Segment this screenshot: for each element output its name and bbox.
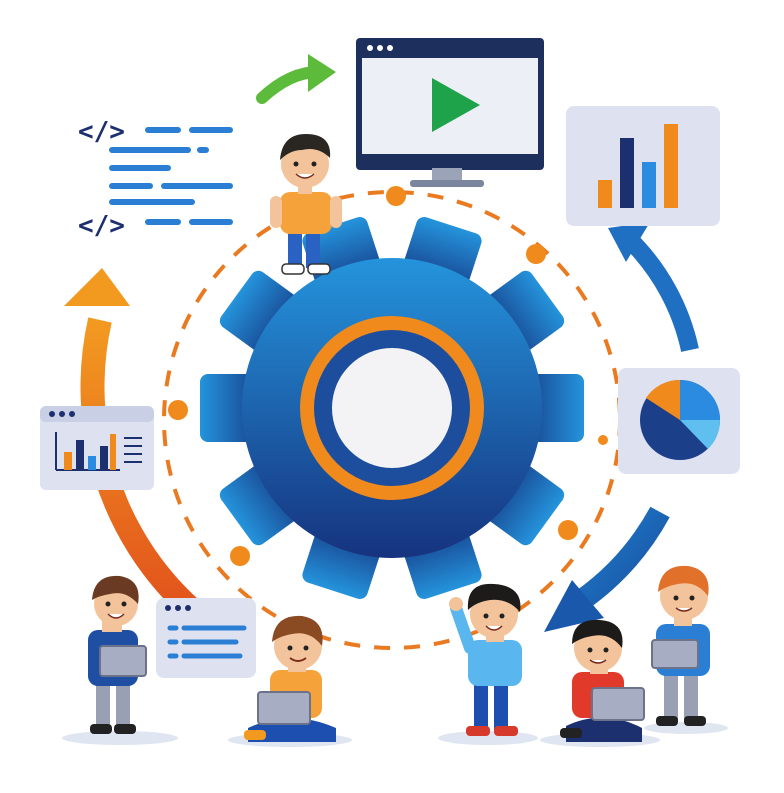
orbit-dots — [168, 186, 608, 566]
bar-chart-icon — [598, 124, 678, 208]
code-icon: </> </> — [78, 117, 233, 241]
gear-icon — [200, 216, 584, 600]
dashboard-window — [40, 406, 154, 490]
kid-sitting-left — [244, 615, 336, 742]
kid-sitting-right — [560, 619, 645, 742]
bar-chart-icon — [55, 432, 120, 471]
pie-chart-icon — [640, 379, 721, 460]
play-icon — [432, 78, 480, 132]
blue-arrow-down — [544, 506, 670, 632]
code-tag-top: </> — [78, 117, 125, 147]
pie-chart-panel — [618, 368, 740, 474]
code-tag-bottom: </> — [78, 211, 125, 241]
blue-arrow-up — [608, 222, 699, 352]
video-monitor — [356, 38, 544, 187]
kid-on-gear — [270, 134, 342, 275]
kid-waving — [449, 583, 522, 736]
kid-standing-left — [88, 575, 147, 734]
green-arrow — [256, 54, 336, 104]
text-card — [156, 598, 256, 678]
kid-standing-right — [651, 565, 710, 726]
bar-chart-panel — [566, 106, 720, 226]
